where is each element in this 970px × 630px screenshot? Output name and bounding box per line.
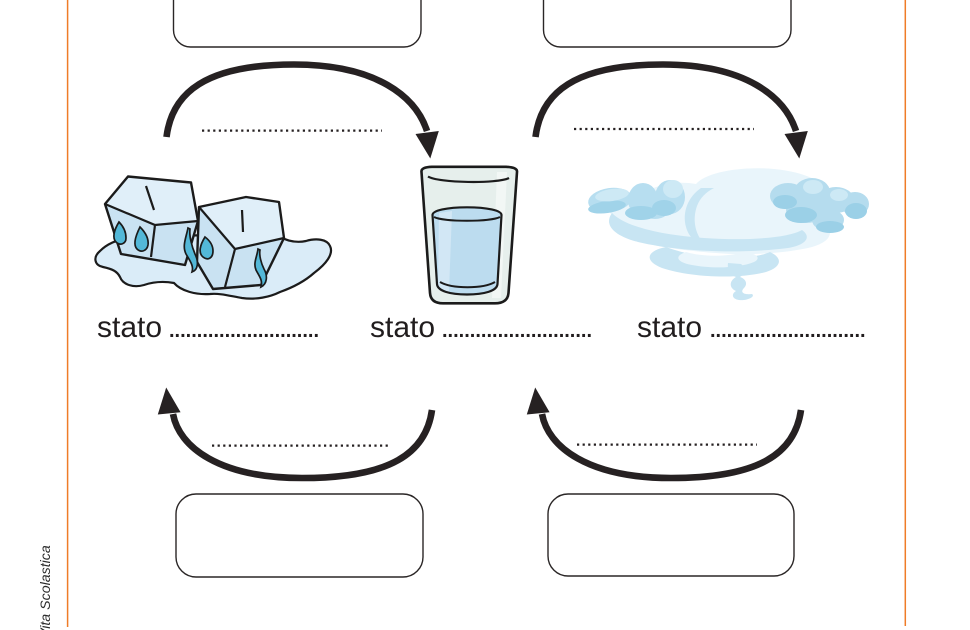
svg-text:Vita Scolastica: Vita Scolastica [38,545,54,630]
svg-text:...........................: ........................... [442,320,592,342]
svg-text:stato: stato [637,311,702,344]
svg-text:............................: ............................ [710,320,866,342]
svg-text:...........................: ........................... [169,320,319,342]
svg-text:stato: stato [97,311,162,344]
svg-text:stato: stato [370,311,435,344]
